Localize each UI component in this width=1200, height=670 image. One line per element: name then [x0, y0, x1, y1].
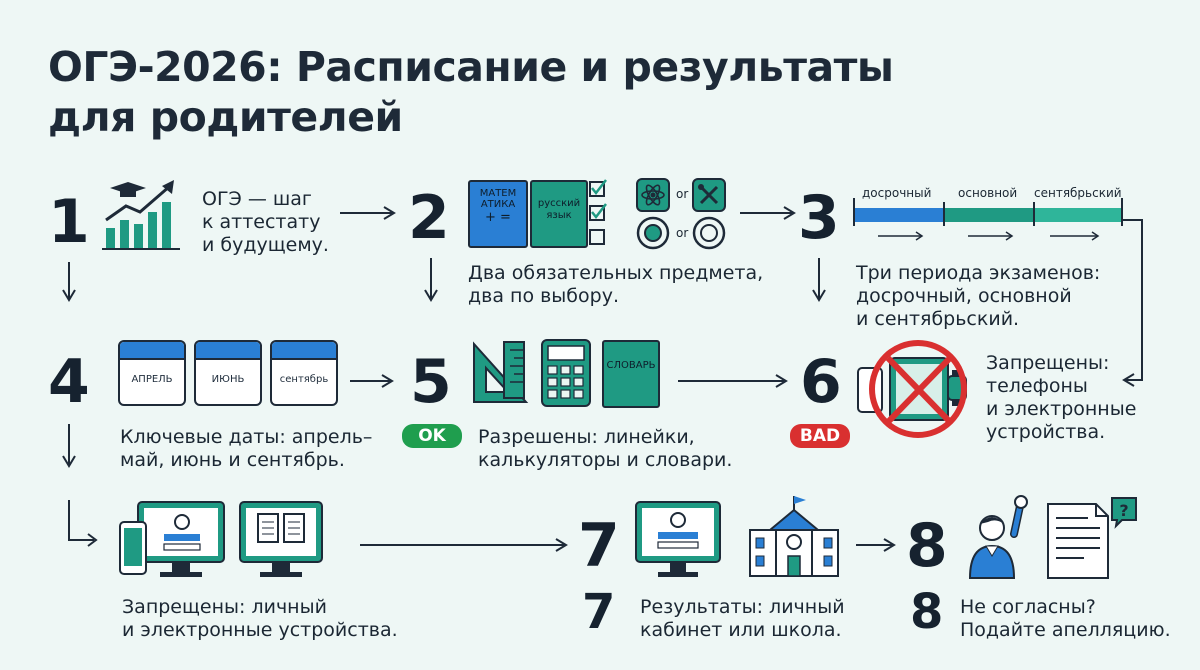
step-6-line: Запрещены:: [986, 352, 1110, 374]
math-book-label: МАТЕМ: [479, 188, 517, 199]
step-2-line: два по выбору.: [468, 285, 619, 307]
forbidden-devices-icon: [857, 340, 967, 438]
calculator-icon: [541, 339, 591, 407]
tools-icon: [692, 178, 726, 212]
step-4-text: Ключевые даты: апрель– май, июнь и сентя…: [120, 426, 372, 472]
russian-book-label: язык: [546, 210, 572, 221]
step-1-line: и будущему.: [202, 234, 329, 256]
step-3-line: и сентябрьский.: [856, 308, 1020, 330]
calendar-label: ИЮНЬ: [211, 374, 245, 385]
checklist-icon: [589, 179, 607, 245]
step-7-line: кабинет или школа.: [640, 619, 842, 641]
timeline-label-september: сентябрьский: [1034, 186, 1122, 200]
title-line-1: ОГЭ-2026: Расписание и результаты: [48, 43, 894, 91]
calendar-label: сентябрь: [279, 374, 329, 385]
timeline-bar: [853, 198, 1123, 241]
step-8-number: 8: [906, 511, 948, 581]
arrow-right-icon: [360, 538, 568, 552]
step-8-text: Не согласны? Подайте апелляцию.: [960, 596, 1171, 642]
radio-selected-icon: [636, 216, 670, 250]
step-8-line: Не согласны?: [960, 596, 1096, 618]
title-line-2: для родителей: [48, 93, 403, 141]
step-5-line: Разрешены: линейки,: [478, 426, 695, 448]
atom-icon: [636, 178, 670, 212]
step-2-line: Два обязательных предмета,: [468, 262, 764, 284]
step-6-number: 6: [800, 347, 842, 417]
step-6-text: Запрещены: телефоны и электронные устрой…: [986, 352, 1136, 444]
russian-book-icon: русский язык: [530, 180, 588, 248]
timeline-label-main: основной: [958, 186, 1018, 200]
arrow-down-icon: [62, 424, 76, 468]
step-7-number: 7: [578, 511, 620, 581]
step-3-text: Три периода экзаменов: досрочный, основн…: [856, 262, 1100, 331]
timeline-label-early: досрочный: [862, 186, 932, 200]
math-book-icon: МАТЕМ АТИКА + =: [468, 180, 528, 248]
appeal-document-icon: ?: [1047, 497, 1137, 579]
arrow-right-icon: [740, 206, 796, 220]
arrow-down-icon: [62, 262, 76, 302]
step-1-line: к аттестату: [202, 211, 321, 233]
step-5-number: 5: [410, 347, 452, 417]
calendar-april-icon: АПРЕЛЬ: [118, 340, 186, 406]
step-6-line: и электронные: [986, 398, 1137, 420]
radio-empty-icon: [692, 216, 726, 250]
arrow-right-icon: [350, 374, 394, 388]
arrow-right-icon: [340, 206, 396, 220]
or-label: or: [676, 226, 689, 240]
monitor-documents-icon: [239, 501, 323, 577]
computer-login-icon: [119, 501, 225, 577]
bad-badge: BAD: [790, 424, 850, 448]
arrow-down-icon: [812, 258, 826, 302]
or-label: or: [676, 187, 689, 201]
growth-chart-icon: [102, 180, 180, 250]
ruler-icon: [473, 341, 529, 403]
arrow-right-icon: [678, 374, 788, 388]
arrow-right-icon: [856, 538, 896, 552]
ok-badge: OK: [402, 424, 462, 448]
math-book-label: + =: [485, 210, 511, 225]
page-title: ОГЭ-2026: Расписание и результаты для ро…: [48, 42, 1028, 142]
step-5-text: Разрешены: линейки, калькуляторы и слова…: [478, 426, 732, 472]
russian-book-label: русский: [537, 198, 581, 209]
step-7-line: Результаты: личный: [640, 596, 845, 618]
step-1-number: 1: [48, 187, 90, 257]
step-2-number: 2: [408, 183, 450, 253]
step-3-number: 3: [798, 183, 840, 253]
step-4-line: май, июнь и сентябрь.: [120, 449, 345, 471]
step-8-number-small: 8: [910, 584, 944, 640]
computer-cabinet-icon: [635, 501, 721, 577]
row3-line: и электронные устройства.: [122, 619, 398, 641]
step-4-line: Ключевые даты: апрель–: [120, 426, 373, 448]
step-4-number: 4: [48, 347, 90, 417]
step-8-line: Подайте апелляцию.: [960, 619, 1171, 641]
row3-text: Запрещены: личный и электронные устройст…: [122, 596, 398, 642]
dictionary-icon: СЛОВАРЬ: [602, 340, 660, 408]
step-5-line: калькуляторы и словари.: [478, 449, 733, 471]
step-6-line: телефоны: [986, 375, 1088, 397]
step-1-line: ОГЭ — шаг: [202, 188, 312, 210]
step-7-text: Результаты: личный кабинет или школа.: [640, 596, 845, 642]
step-2-text: Два обязательных предмета, два по выбору…: [468, 262, 763, 308]
step-3-line: Три периода экзаменов:: [856, 262, 1101, 284]
svg-text:?: ?: [1119, 501, 1128, 520]
dictionary-label: СЛОВАРЬ: [606, 360, 656, 371]
row3-line: Запрещены: личный: [122, 596, 327, 618]
math-book-label: АТИКА: [480, 199, 516, 210]
arrow-down-icon: [424, 258, 438, 302]
step-7-number-small: 7: [582, 584, 616, 640]
calendar-label: АПРЕЛЬ: [131, 374, 173, 385]
step-1-text: ОГЭ — шаг к аттестату и будущему.: [202, 188, 329, 257]
calendar-september-icon: сентябрь: [270, 340, 338, 406]
calendar-june-icon: ИЮНЬ: [194, 340, 262, 406]
step-6-line: устройства.: [986, 421, 1106, 443]
step-3-line: досрочный, основной: [856, 285, 1072, 307]
connector-arrow-icon: [1122, 219, 1143, 387]
arrow-turn-right-icon: [68, 500, 98, 547]
school-building-icon: [749, 496, 839, 577]
raised-hand-person-icon: [968, 495, 1028, 579]
